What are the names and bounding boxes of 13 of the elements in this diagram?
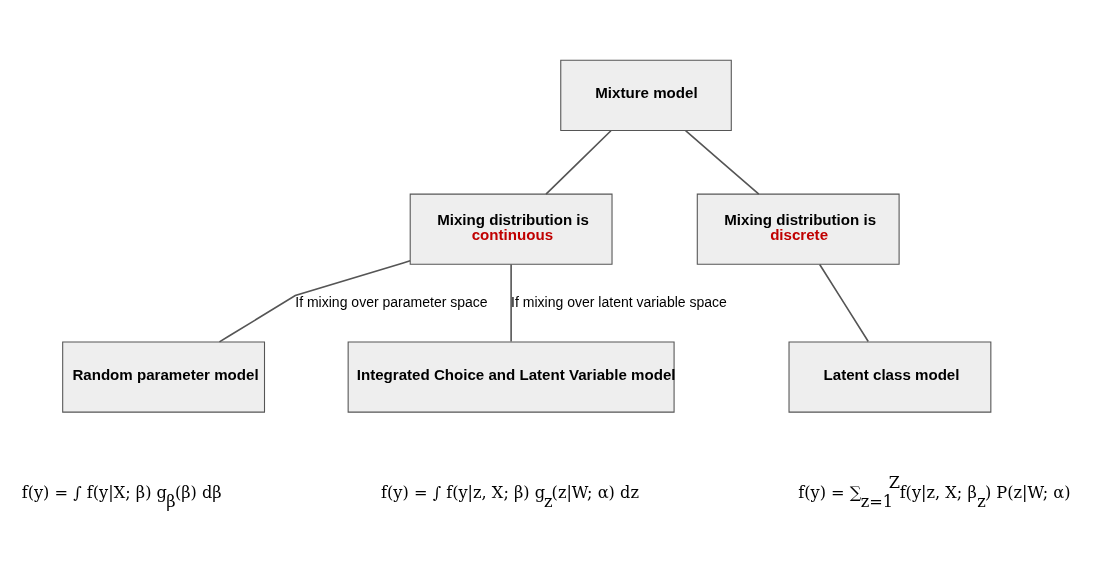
- node-box: Latent class model: [788, 340, 992, 413]
- connector: [545, 129, 612, 195]
- connector: [510, 263, 512, 342]
- node-box: Random parameter model: [62, 340, 266, 413]
- node-box: Mixing distribution is continuous: [409, 193, 613, 265]
- connector: [684, 129, 760, 195]
- connector: [818, 263, 870, 342]
- node-box: Mixture model: [560, 59, 732, 131]
- node-box: Mixing distribution is discrete: [696, 193, 900, 265]
- connector: [218, 259, 411, 343]
- edge-label: If mixing over latent variable space: [511, 293, 727, 310]
- node-box: Integrated Choice and Latent Variable model: [347, 340, 675, 413]
- edge-label: If mixing over parameter space: [295, 293, 488, 310]
